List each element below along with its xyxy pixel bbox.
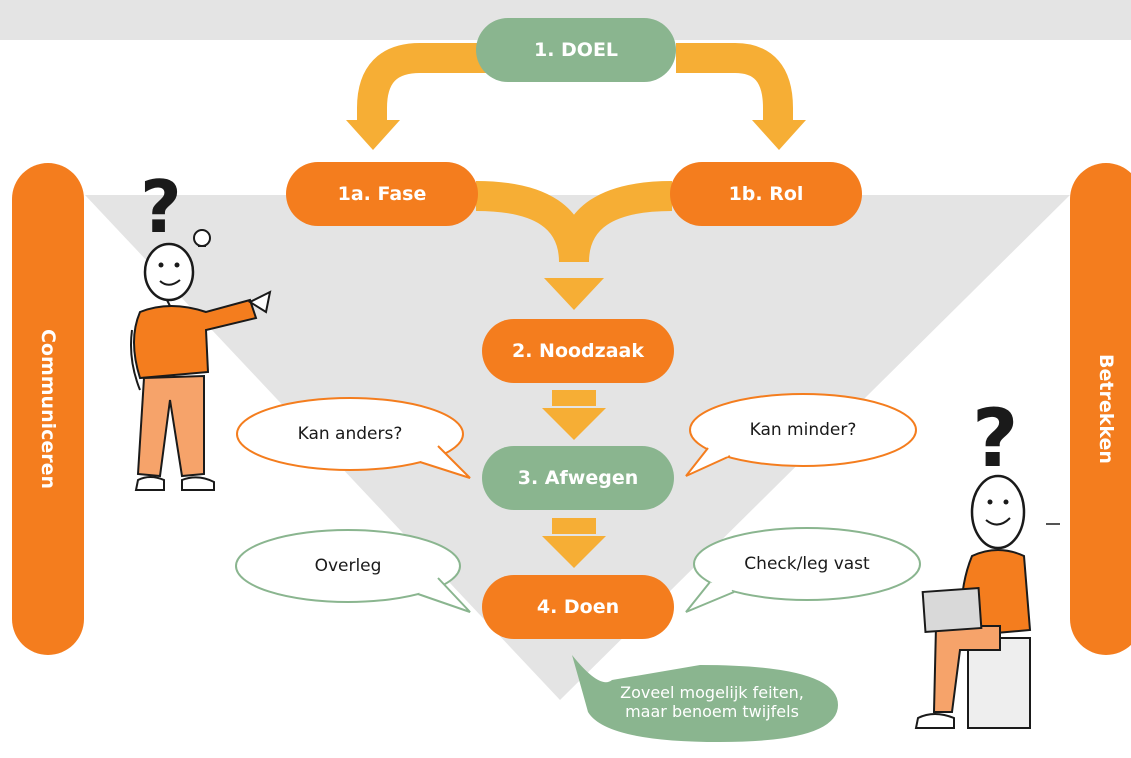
step-noodzaak: 2. Noodzaak	[482, 319, 674, 383]
step-fase: 1a. Fase	[286, 162, 478, 226]
arc-arrow-left	[357, 43, 488, 122]
arc-arrow-right	[676, 43, 793, 122]
merge-arrowhead	[544, 278, 604, 310]
arrowhead-right	[752, 120, 806, 150]
merge-arrow	[475, 181, 673, 263]
check-leg-vast-text: Check/leg vast	[744, 554, 870, 574]
arrow-shaft-2-3	[552, 390, 596, 406]
left-side-bar: Communiceren	[12, 163, 84, 655]
step-rol: 1b. Rol	[670, 162, 862, 226]
bubble-check	[685, 527, 921, 613]
communiceren-label: Communiceren	[37, 328, 59, 490]
kan-minder-text: Kan minder?	[749, 420, 857, 440]
arrowhead-2-3	[542, 408, 606, 440]
feiten-line-2: maar benoem twijfels	[625, 702, 799, 721]
svg-text:?: ?	[972, 392, 1018, 485]
step-afwegen: 3. Afwegen	[482, 446, 674, 510]
arrowhead-3-4	[542, 536, 606, 568]
svg-text:?: ?	[140, 165, 182, 249]
right-side-bar: Betrekken	[1070, 163, 1131, 655]
betrekken-label: Betrekken	[1095, 354, 1118, 464]
step-doel: 1. DOEL	[476, 18, 676, 82]
kan-anders-text: Kan anders?	[297, 424, 403, 444]
feiten-line-1: Zoveel mogelijk feiten,	[620, 683, 804, 702]
arrowhead-left	[346, 120, 400, 150]
bubble-kan-anders	[236, 397, 471, 479]
pointing-person-illustration: ?	[130, 165, 272, 491]
feiten-text: Zoveel mogelijk feiten, maar benoem twij…	[590, 683, 834, 721]
laptop-person-illustration: ?	[914, 392, 1060, 729]
bubble-overleg	[235, 529, 471, 613]
bubble-feiten	[572, 655, 838, 742]
overleg-text: Overleg	[314, 556, 382, 576]
arrow-shaft-3-4	[552, 518, 596, 534]
step-doen: 4. Doen	[482, 575, 674, 639]
bubble-kan-minder	[685, 393, 917, 477]
